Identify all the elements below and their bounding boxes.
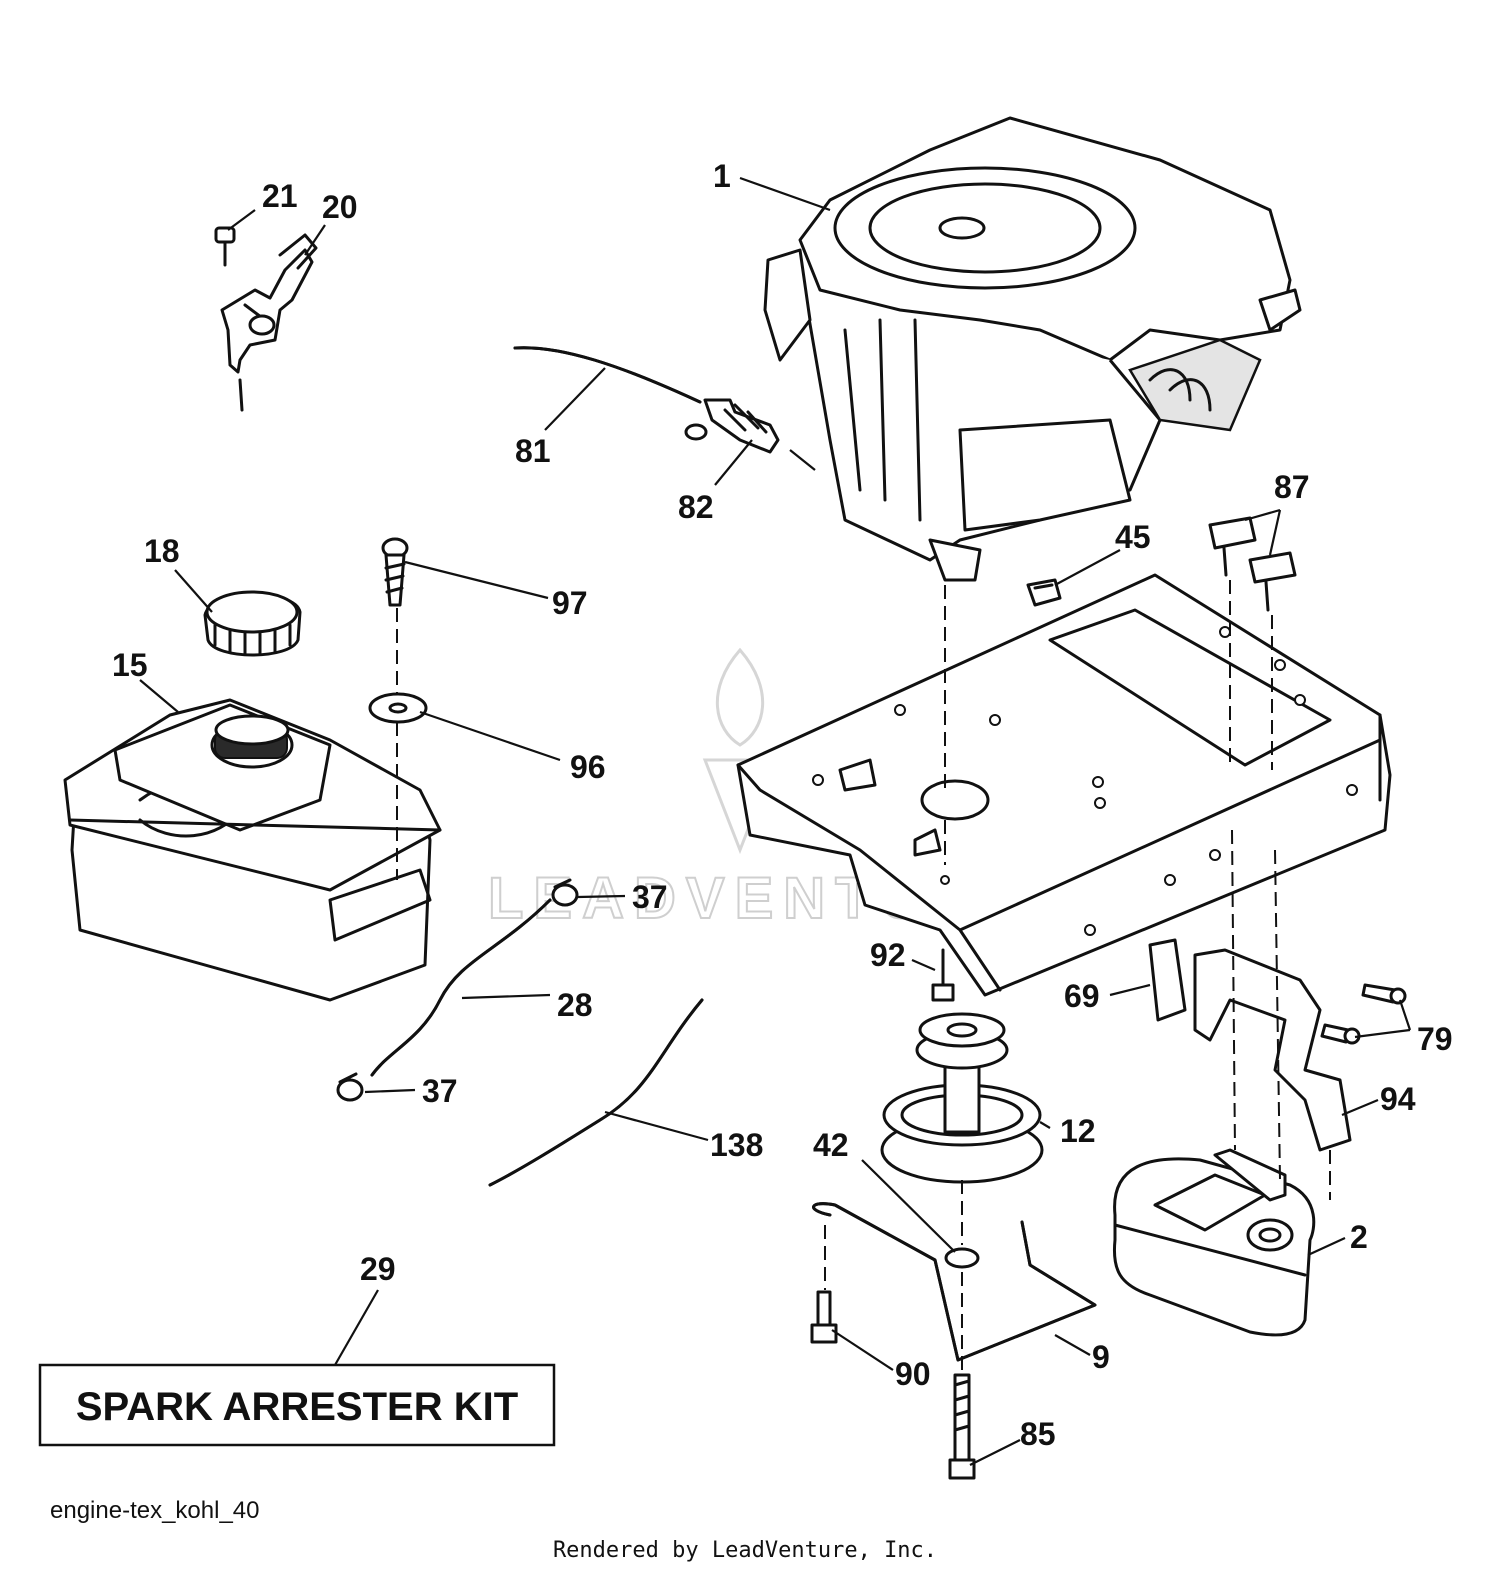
exhaust-pipe-part-94[interactable] <box>1193 948 1352 1152</box>
callout-1: 1 <box>713 158 731 194</box>
spark-arrester-kit-box[interactable]: SPARK ARRESTER KIT <box>38 1363 556 1447</box>
bolt-part-92[interactable] <box>931 948 955 1002</box>
callout-37-upper: 37 <box>632 879 668 915</box>
screw-part-97[interactable] <box>381 537 409 607</box>
bolt-part-21[interactable] <box>214 226 236 267</box>
pulley-part-12[interactable] <box>880 1012 1044 1184</box>
bolt-part-85[interactable] <box>948 1373 976 1480</box>
diagram-code: engine-tex_kohl_40 <box>50 1497 260 1524</box>
frame-holes <box>812 626 1358 936</box>
callout-79: 79 <box>1417 1021 1453 1057</box>
callout-37-lower: 37 <box>422 1073 458 1109</box>
callout-12: 12 <box>1060 1113 1096 1149</box>
callout-15: 15 <box>112 647 148 683</box>
callout-81: 81 <box>515 433 551 469</box>
engine-mount-frame <box>736 573 1392 997</box>
callout-138: 138 <box>710 1127 763 1163</box>
flange-nut-part-45[interactable] <box>1026 578 1062 607</box>
hose-part-138[interactable] <box>488 998 704 1187</box>
washer-part-42[interactable] <box>944 1247 980 1269</box>
callout-94: 94 <box>1380 1081 1416 1117</box>
assembly-axes <box>824 580 1331 1370</box>
fuel-cap-part-18[interactable] <box>203 590 302 657</box>
hose-clamp-part-37-upper[interactable] <box>551 878 579 907</box>
callout-20: 20 <box>322 189 358 225</box>
callout-97: 97 <box>552 585 588 621</box>
fuel-hose-part-81[interactable] <box>513 346 702 404</box>
gasket-part-69[interactable] <box>1148 938 1187 1022</box>
fuel-tank-part-15[interactable] <box>63 698 442 1002</box>
fuel-filter-part-82[interactable] <box>684 398 780 454</box>
callout-9: 9 <box>1092 1339 1110 1375</box>
callout-21: 21 <box>262 178 298 214</box>
credit-line: Rendered by LeadVenture, Inc. <box>553 1538 937 1563</box>
callout-18: 18 <box>144 533 180 569</box>
callout-45: 45 <box>1115 519 1151 555</box>
callout-69: 69 <box>1064 978 1100 1014</box>
leader-lines <box>139 176 1412 1466</box>
rod-part-9[interactable] <box>812 1202 1097 1362</box>
callout-29: 29 <box>360 1251 396 1287</box>
bolt-part-87[interactable] <box>1208 516 1297 612</box>
bolt-part-90[interactable] <box>810 1290 838 1344</box>
spark-arrester-kit-label: SPARK ARRESTER KIT <box>76 1385 518 1429</box>
washer-part-96[interactable] <box>368 692 428 724</box>
throttle-control-part-20[interactable] <box>220 233 318 412</box>
muffler-part-2[interactable] <box>1112 1148 1316 1337</box>
callout-42: 42 <box>813 1127 849 1163</box>
callout-90: 90 <box>895 1356 931 1392</box>
engine-part-1[interactable] <box>763 116 1302 582</box>
callout-92: 92 <box>870 937 906 973</box>
callout-28: 28 <box>557 987 593 1023</box>
callout-2: 2 <box>1350 1219 1368 1255</box>
hose-clamp-part-37-lower[interactable] <box>336 1072 364 1102</box>
screw-part-79[interactable] <box>1320 983 1407 1045</box>
callout-85: 85 <box>1020 1416 1056 1452</box>
callout-96: 96 <box>570 749 606 785</box>
callout-82: 82 <box>678 489 714 525</box>
callout-numbers: 1 21 20 18 15 81 82 97 96 37 28 37 138 4… <box>112 158 1453 1452</box>
callout-87: 87 <box>1274 469 1310 505</box>
